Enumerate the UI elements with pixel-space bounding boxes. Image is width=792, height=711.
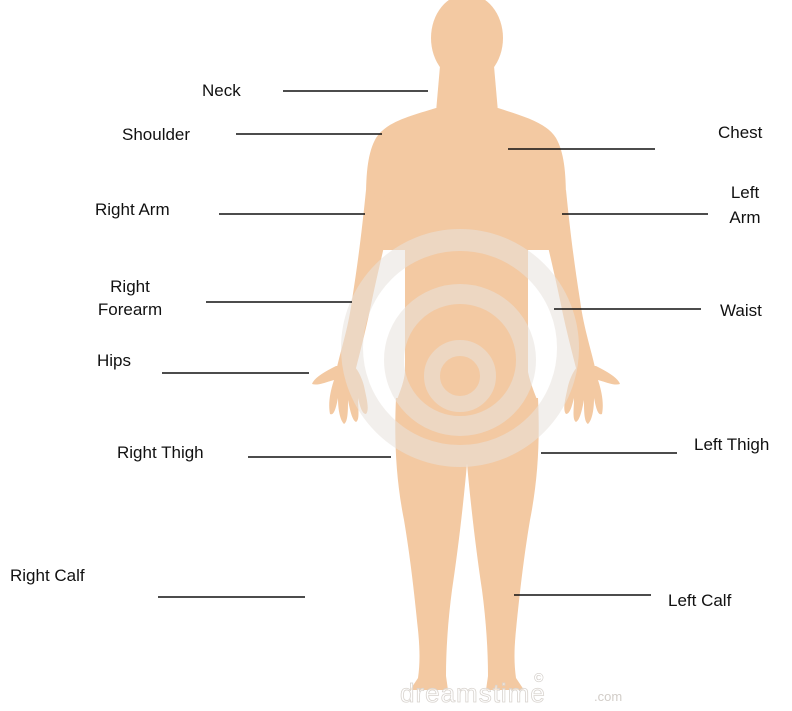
left-arm-label-line2: Arm (729, 208, 760, 227)
watermark-copyright: © (534, 670, 544, 685)
watermark-suffix: .com (594, 689, 622, 704)
hips-label: Hips (97, 351, 131, 370)
left-arm-label-line1: Left (731, 183, 760, 202)
chest-label: Chest (718, 123, 763, 142)
waist-label: Waist (720, 301, 762, 320)
neck-shape (436, 66, 498, 112)
watermark-text: dreamstime (400, 678, 546, 708)
right-forearm-label-line2: Forearm (98, 300, 162, 319)
left-thigh-label: Left Thigh (694, 435, 769, 454)
left-calf-label: Left Calf (668, 591, 732, 610)
shoulder-label: Shoulder (122, 125, 190, 144)
right-arm-label: Right Arm (95, 200, 170, 219)
neck-label: Neck (202, 81, 241, 100)
right-forearm-label-line1: Right (110, 277, 150, 296)
right-thigh-label: Right Thigh (117, 443, 204, 462)
right-calf-label: Right Calf (10, 566, 85, 585)
